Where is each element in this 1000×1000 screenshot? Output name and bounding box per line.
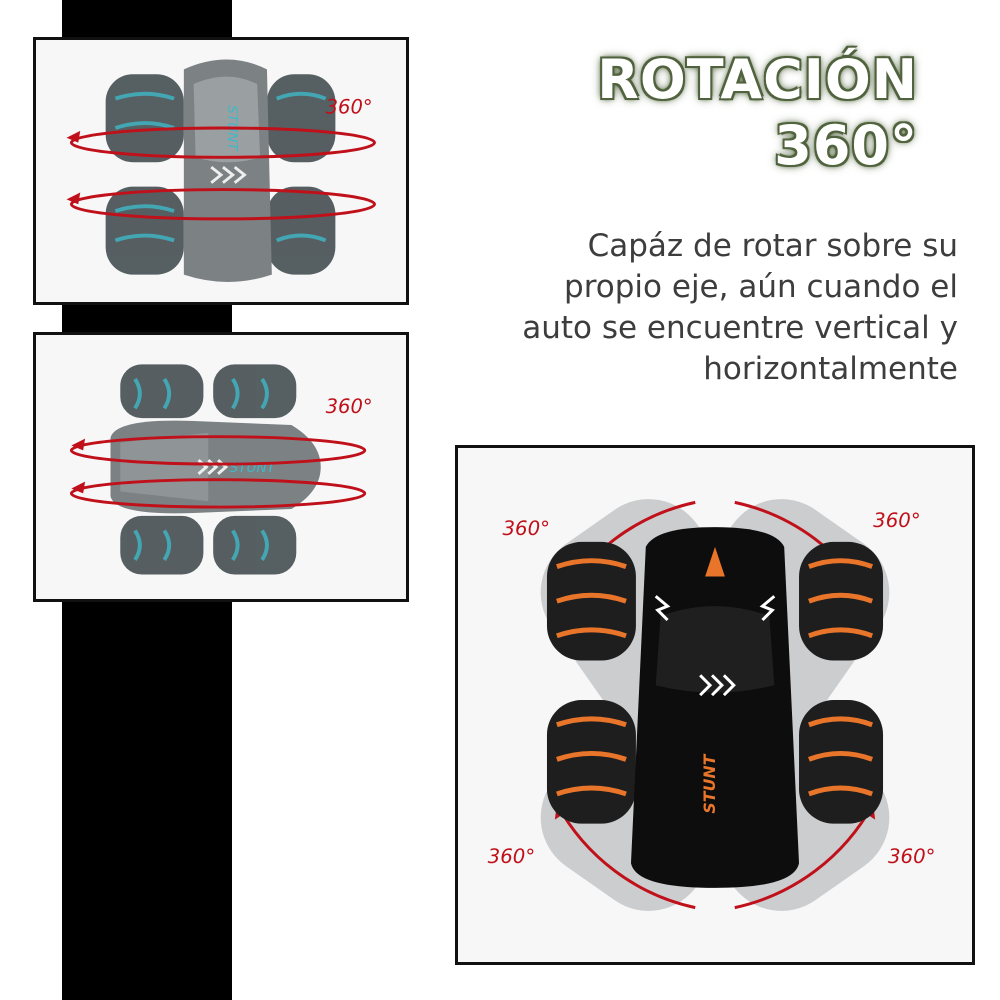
rotation-label: 360°: [326, 95, 373, 118]
photo-vertical-rotation: STUNT 360°: [33, 37, 409, 305]
rotation-label-top-left: 360°: [502, 517, 550, 540]
title-line-2: 360°: [774, 114, 918, 177]
photo-horizontal-rotation: STUNT 360°: [33, 332, 409, 602]
description-line: auto se encuentre vertical y: [522, 310, 958, 346]
car-horizontal-illustration: STUNT 360°: [69, 364, 373, 575]
rotation-label-bottom-left: 360°: [488, 845, 536, 868]
rotation-label-bottom-right: 360°: [888, 845, 936, 868]
rotation-label-top-right: 360°: [873, 509, 921, 532]
photo-spin-rotation: STUNT 360° 360° 360° 360°: [455, 445, 975, 965]
car-vertical-illustration: STUNT 360°: [66, 59, 376, 282]
description-line: propio eje, aún cuando el: [564, 269, 958, 305]
description: Capáz de rotar sobre su propio eje, aún …: [438, 226, 958, 390]
description-line: Capáz de rotar sobre su: [587, 228, 958, 264]
title-line-1: ROTACIÓN: [597, 48, 918, 111]
rotation-label: 360°: [326, 395, 373, 418]
car-spin-illustration: STUNT 360° 360° 360° 360°: [488, 499, 936, 911]
description-line: horizontalmente: [703, 351, 958, 387]
car-stunt-text: STUNT: [700, 753, 719, 813]
